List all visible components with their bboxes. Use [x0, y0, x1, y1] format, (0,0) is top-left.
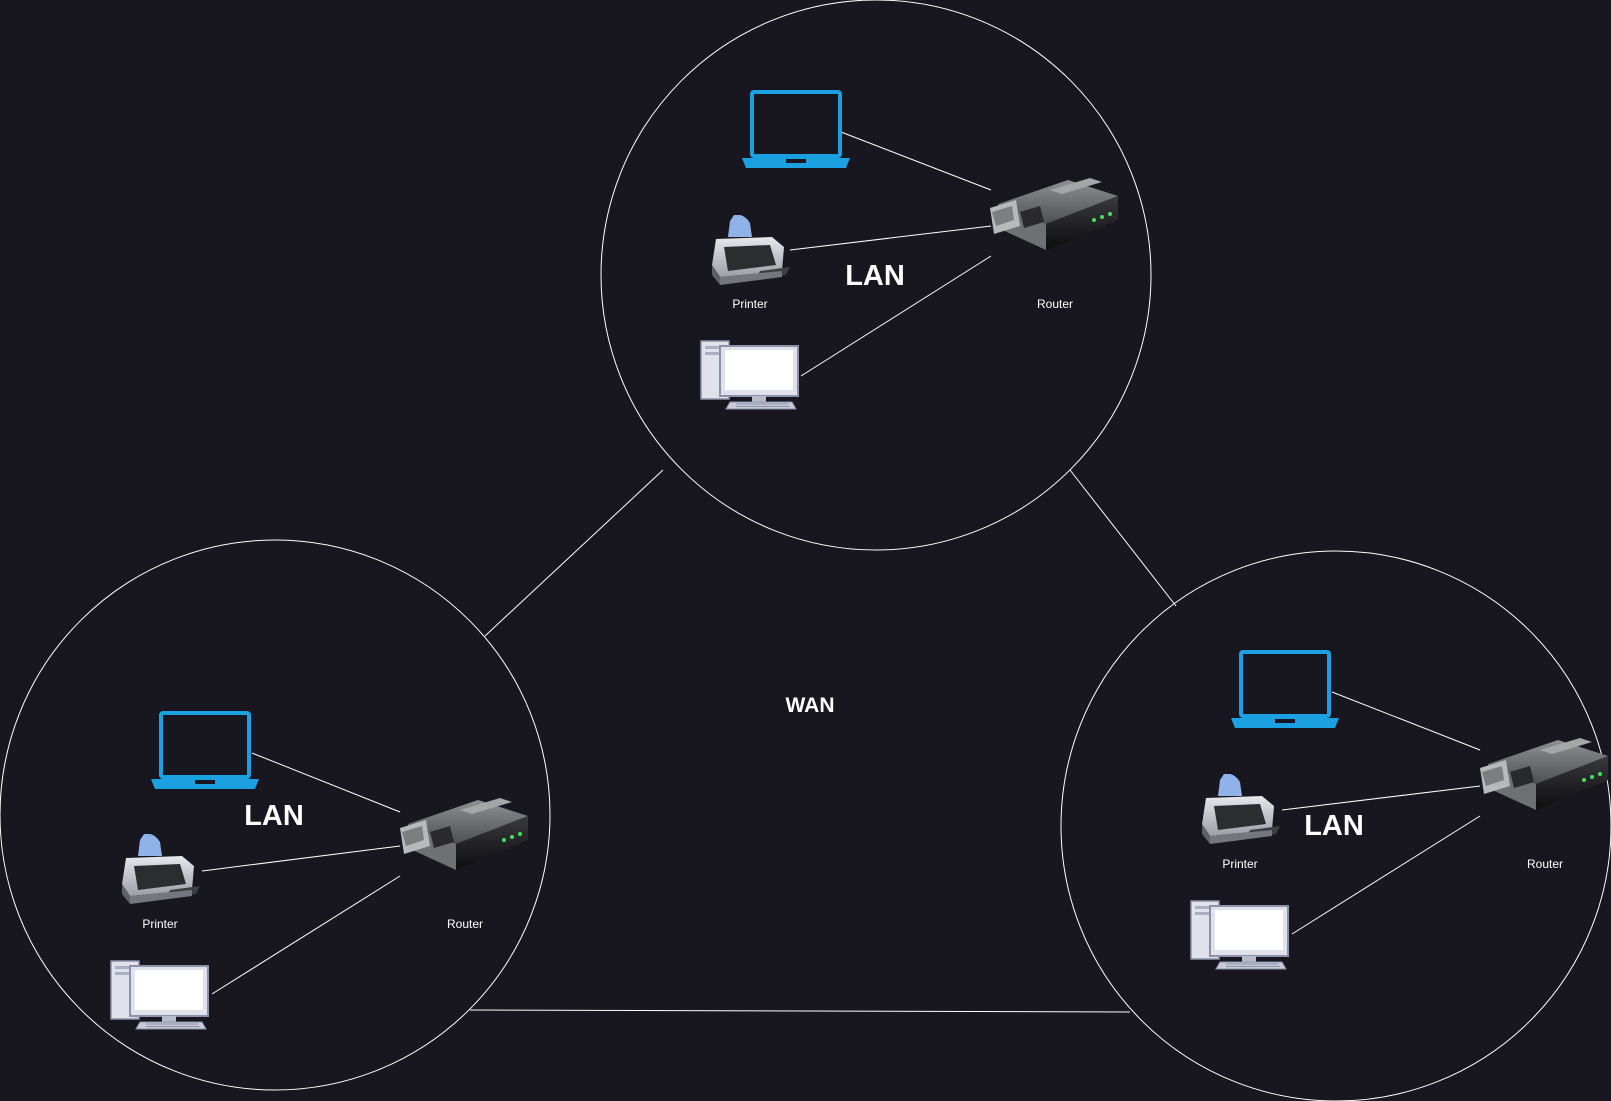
lan-left: LAN Printer Router	[110, 711, 528, 1030]
laptop-icon[interactable]	[1231, 650, 1339, 730]
wan-link-bottom	[469, 1009, 1131, 1013]
router-icon[interactable]	[400, 798, 528, 870]
link-pc-router	[211, 875, 401, 995]
router-icon[interactable]	[1480, 738, 1608, 810]
desktop-pc-icon[interactable]	[700, 340, 799, 410]
link-laptop-router	[840, 131, 992, 191]
printer-label: Printer	[732, 297, 767, 311]
lan-top: LAN Printer Router	[700, 90, 1118, 410]
lan-label: LAN	[1304, 810, 1364, 842]
link-laptop-router	[1331, 691, 1481, 751]
printer-label: Printer	[142, 917, 177, 931]
lan-boundary-right	[1060, 550, 1611, 1101]
link-printer-router	[201, 845, 401, 872]
printer-label: Printer	[1222, 857, 1257, 871]
router-label: Router	[447, 917, 483, 931]
desktop-pc-icon[interactable]	[110, 960, 209, 1030]
lan-boundary-top	[600, 0, 1152, 551]
router-label: Router	[1037, 297, 1073, 311]
printer-icon[interactable]	[1202, 774, 1280, 844]
desktop-pc-icon[interactable]	[1190, 900, 1289, 970]
router-label: Router	[1527, 857, 1563, 871]
link-laptop-router	[251, 752, 401, 813]
lan-label: LAN	[244, 800, 304, 832]
link-pc-router	[800, 255, 992, 377]
printer-icon[interactable]	[122, 834, 200, 904]
wan-link-top-right	[1069, 469, 1177, 607]
lan-right: LAN Printer Router	[1190, 650, 1608, 970]
link-printer-router	[789, 225, 992, 251]
router-icon[interactable]	[990, 178, 1118, 250]
printer-icon[interactable]	[712, 215, 790, 285]
lan-boundary-left	[0, 539, 551, 1091]
wan-link-top-left	[484, 469, 664, 637]
wan-label: WAN	[786, 694, 835, 717]
laptop-icon[interactable]	[151, 711, 259, 791]
link-pc-router	[1291, 815, 1481, 935]
lan-label: LAN	[845, 260, 905, 292]
laptop-icon[interactable]	[742, 90, 850, 170]
link-printer-router	[1281, 785, 1481, 811]
